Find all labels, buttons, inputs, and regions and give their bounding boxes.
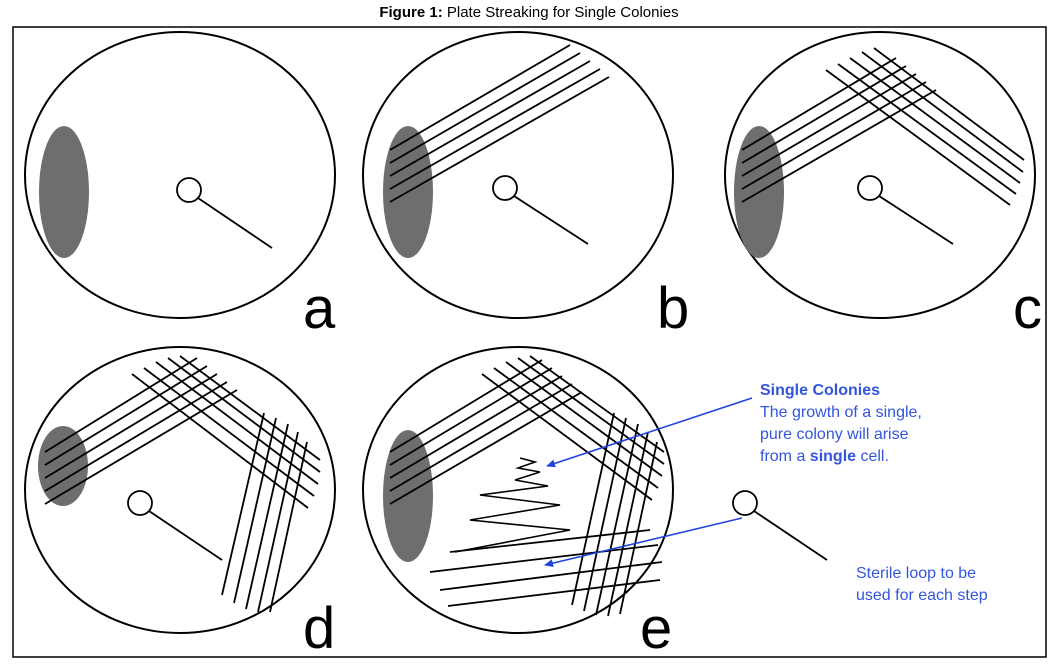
panel-b: b bbox=[362, 31, 689, 341]
streak-lines-3 bbox=[571, 412, 658, 617]
sterile-loop-icon bbox=[857, 175, 954, 245]
panel-label-a: a bbox=[303, 276, 336, 341]
streak-lines-1 bbox=[389, 44, 610, 203]
inoculum-area bbox=[39, 126, 89, 258]
sterile-loop-annotation: Sterile loop to be used for each step bbox=[856, 563, 988, 607]
single-colonies-annotation: Single Colonies The growth of a single, … bbox=[760, 380, 922, 468]
sterile-loop-icon bbox=[127, 490, 223, 561]
single-colonies-line-2: pure colony will arise bbox=[760, 426, 909, 443]
single-colonies-heading: Single Colonies bbox=[760, 382, 881, 399]
single-colony-arrow bbox=[546, 397, 753, 468]
zigzag-streak bbox=[454, 457, 571, 553]
petri-dish bbox=[362, 346, 674, 634]
sterile-loop-icon bbox=[176, 177, 273, 249]
streak-arrow bbox=[544, 517, 743, 568]
streak-lines-4 bbox=[429, 529, 663, 607]
single-colonies-line-3: from a single cell. bbox=[760, 446, 922, 468]
sterile-loop-line-1: Sterile loop to be bbox=[856, 565, 977, 582]
inoculum-area bbox=[383, 430, 433, 562]
panel-label-d: d bbox=[303, 596, 335, 661]
panel-label-e: e bbox=[640, 596, 672, 661]
panel-a: a bbox=[24, 31, 336, 341]
panel-c: c bbox=[724, 31, 1042, 341]
petri-dish bbox=[362, 31, 674, 319]
figure-caption: Plate Streaking for Single Colonies bbox=[442, 4, 679, 21]
line3-bold: single bbox=[809, 448, 857, 465]
sterile-loop-icon bbox=[732, 490, 828, 561]
streak-lines-3 bbox=[221, 412, 308, 613]
line3-post: cell. bbox=[856, 448, 889, 465]
petri-dish bbox=[724, 31, 1036, 319]
panel-d: d bbox=[24, 346, 336, 661]
line3-pre: from a bbox=[760, 448, 810, 465]
figure-frame bbox=[12, 26, 1047, 658]
figure-title: Figure 1: Plate Streaking for Single Col… bbox=[0, 4, 1058, 21]
single-colonies-line-1: The growth of a single, bbox=[760, 404, 922, 421]
streak-lines-2 bbox=[131, 355, 321, 509]
streak-lines-1 bbox=[389, 359, 583, 505]
streak-lines-2 bbox=[825, 47, 1025, 206]
sterile-loop-icon bbox=[492, 175, 589, 245]
petri-dish bbox=[24, 346, 336, 634]
panel-e: e bbox=[362, 346, 674, 661]
streak-lines-2 bbox=[481, 355, 665, 501]
figure-label: Figure 1: bbox=[379, 4, 443, 21]
sterile-loop-line-2: used for each step bbox=[856, 587, 988, 604]
panel-label-b: b bbox=[657, 276, 689, 341]
panel-label-c: c bbox=[1013, 276, 1042, 341]
petri-dish bbox=[24, 31, 336, 319]
